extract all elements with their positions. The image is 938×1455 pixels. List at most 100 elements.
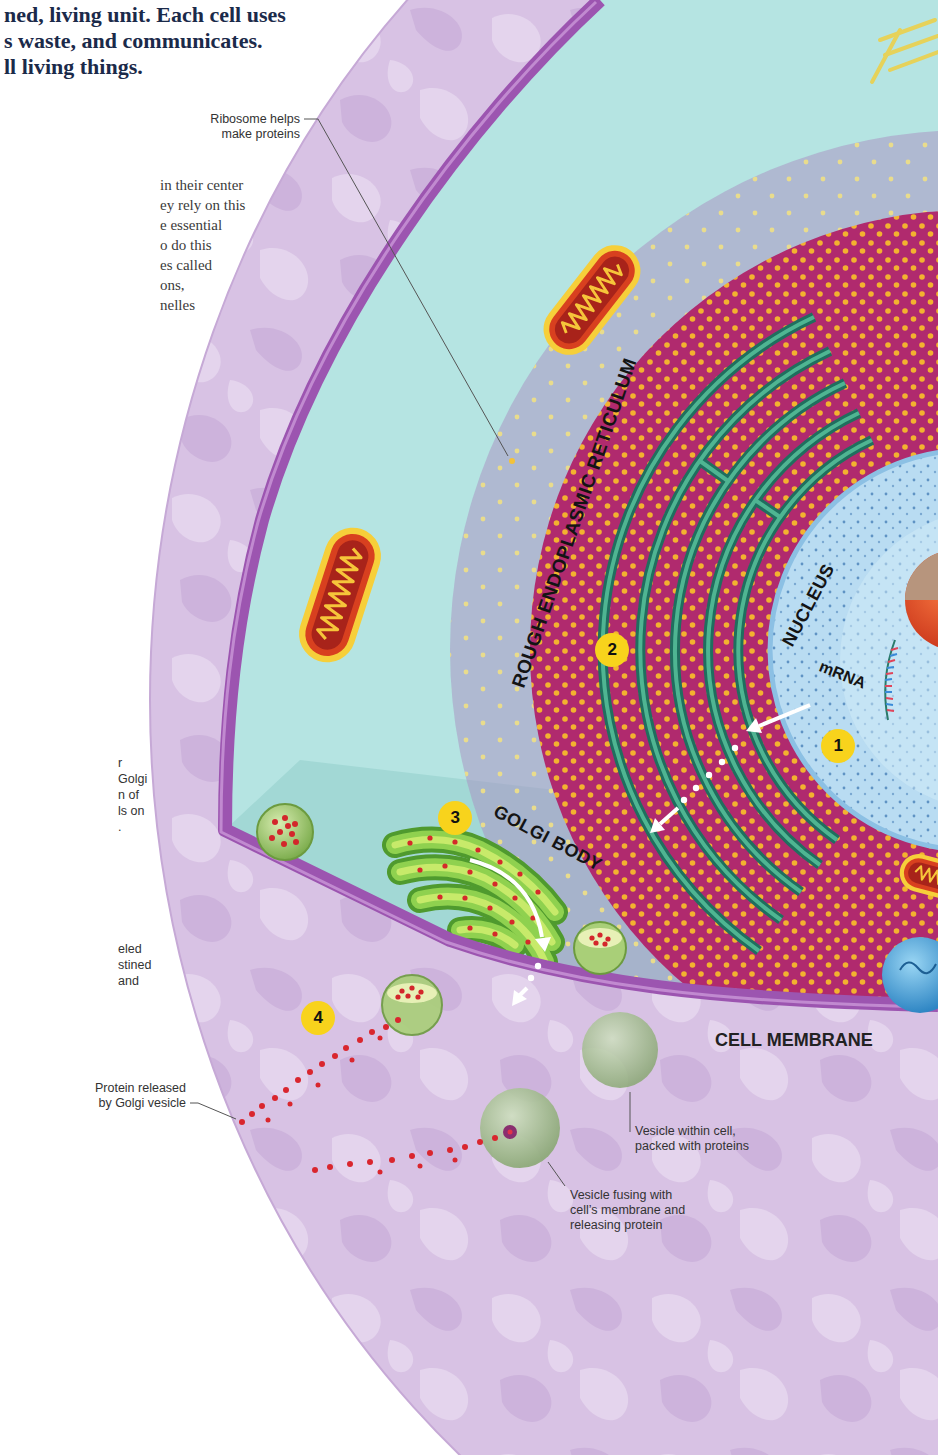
side-note-fragment: ls on bbox=[118, 804, 144, 819]
vesicle bbox=[387, 983, 437, 1003]
vesicle bbox=[257, 804, 313, 860]
leader-lines bbox=[190, 119, 630, 1186]
golgi-proteins bbox=[417, 867, 422, 872]
released-proteins bbox=[427, 1150, 433, 1156]
vesicle bbox=[593, 940, 598, 945]
vesicle bbox=[399, 988, 404, 993]
released-proteins bbox=[350, 1058, 355, 1063]
headline-fragment: ned, living unit. Each cell uses bbox=[4, 2, 286, 27]
side-note-fragment: stined bbox=[118, 958, 151, 973]
body-text-fragment: ey rely on this bbox=[160, 196, 245, 215]
flow-arrows bbox=[660, 808, 678, 824]
leader-label: Ribosome helps make proteins bbox=[200, 112, 300, 142]
released-proteins bbox=[378, 1036, 383, 1041]
headline-fragment: ll living things. bbox=[4, 54, 143, 79]
lysosome bbox=[882, 937, 938, 1013]
nucleus bbox=[840, 510, 938, 810]
mrna-strand bbox=[885, 654, 897, 705]
vesicle bbox=[289, 831, 295, 837]
released-proteins bbox=[288, 1102, 293, 1107]
callout-number: 1 bbox=[834, 736, 843, 756]
nucleus bbox=[770, 450, 938, 850]
fusing-vesicle bbox=[480, 1088, 560, 1168]
callout-number: 2 bbox=[608, 640, 617, 660]
released-proteins bbox=[249, 1111, 255, 1117]
released-proteins bbox=[266, 1118, 271, 1123]
fusing-vesicle bbox=[508, 1130, 513, 1135]
rough-er bbox=[530, 210, 938, 1090]
released-proteins bbox=[383, 1024, 389, 1030]
vesicle bbox=[281, 841, 287, 847]
golgi-proteins bbox=[492, 931, 497, 936]
leader-label: Vesicle fusing with cell’s membrane and … bbox=[570, 1188, 692, 1233]
smooth-er-zone bbox=[450, 130, 938, 1170]
flow-arrows bbox=[681, 797, 687, 803]
body-text-fragment: ons, bbox=[160, 276, 185, 295]
centriole bbox=[880, 20, 935, 40]
callout-disc bbox=[438, 801, 472, 835]
vesicle bbox=[395, 985, 423, 999]
vesicle bbox=[395, 994, 400, 999]
vesicle bbox=[293, 839, 299, 845]
released-proteins bbox=[327, 1164, 333, 1170]
flow-arrows bbox=[650, 818, 665, 833]
leader-lines bbox=[304, 119, 508, 456]
vesicle bbox=[415, 994, 420, 999]
vesicle bbox=[272, 819, 278, 825]
side-note-fragment: Golgi bbox=[118, 772, 147, 787]
flow-arrows bbox=[746, 718, 762, 733]
flow-arrows bbox=[693, 785, 699, 791]
mitochondrion bbox=[895, 850, 938, 910]
vesicle bbox=[277, 829, 283, 835]
released-proteins bbox=[447, 1147, 453, 1153]
golgi-proteins bbox=[452, 839, 457, 844]
cell-interior bbox=[0, 0, 938, 1170]
vesicle bbox=[597, 932, 602, 937]
golgi-proteins bbox=[517, 871, 522, 876]
golgi-proteins bbox=[407, 840, 412, 845]
released-proteins bbox=[283, 1087, 289, 1093]
released-proteins bbox=[409, 1153, 415, 1159]
free-ribosomes bbox=[450, 130, 938, 1170]
lysosome bbox=[882, 937, 938, 1013]
golgi-proteins bbox=[437, 894, 442, 899]
mitochondrion bbox=[533, 235, 651, 365]
released-proteins bbox=[347, 1161, 353, 1167]
callout-number: 4 bbox=[314, 1008, 323, 1028]
fusing-vesicle bbox=[503, 1125, 517, 1139]
vesicle bbox=[574, 922, 626, 974]
mrna-strand bbox=[885, 640, 898, 720]
released-proteins bbox=[239, 1119, 245, 1125]
released-proteins bbox=[272, 1095, 278, 1101]
released-proteins bbox=[453, 1158, 458, 1163]
golgi-proteins bbox=[497, 859, 502, 864]
side-note-fragment: eled bbox=[118, 942, 142, 957]
body-text-fragment: e essential bbox=[160, 216, 222, 235]
leader-lines bbox=[190, 1103, 236, 1119]
callout-disc bbox=[301, 1001, 335, 1035]
released-proteins bbox=[239, 1017, 498, 1175]
lysosome bbox=[900, 962, 936, 973]
er-cisternae bbox=[755, 500, 780, 517]
body-text-fragment: es called bbox=[160, 256, 212, 275]
body-text-fragment: o do this bbox=[160, 236, 212, 255]
released-proteins bbox=[357, 1037, 363, 1043]
released-proteins bbox=[259, 1103, 265, 1109]
released-proteins bbox=[492, 1135, 498, 1141]
mitochondrion bbox=[292, 520, 389, 669]
nucleus bbox=[770, 450, 938, 850]
vesicle bbox=[382, 975, 442, 1035]
vesicle bbox=[285, 823, 291, 829]
released-proteins bbox=[343, 1045, 349, 1051]
vesicle bbox=[269, 835, 275, 841]
released-proteins bbox=[319, 1061, 325, 1067]
golgi-proteins bbox=[487, 905, 492, 910]
mrna-strand bbox=[885, 648, 898, 711]
flow-arrows bbox=[681, 745, 738, 803]
centriole bbox=[890, 52, 938, 70]
leader-lines bbox=[630, 1092, 631, 1132]
flow-arrows bbox=[719, 759, 725, 765]
callout-number: 3 bbox=[451, 808, 460, 828]
